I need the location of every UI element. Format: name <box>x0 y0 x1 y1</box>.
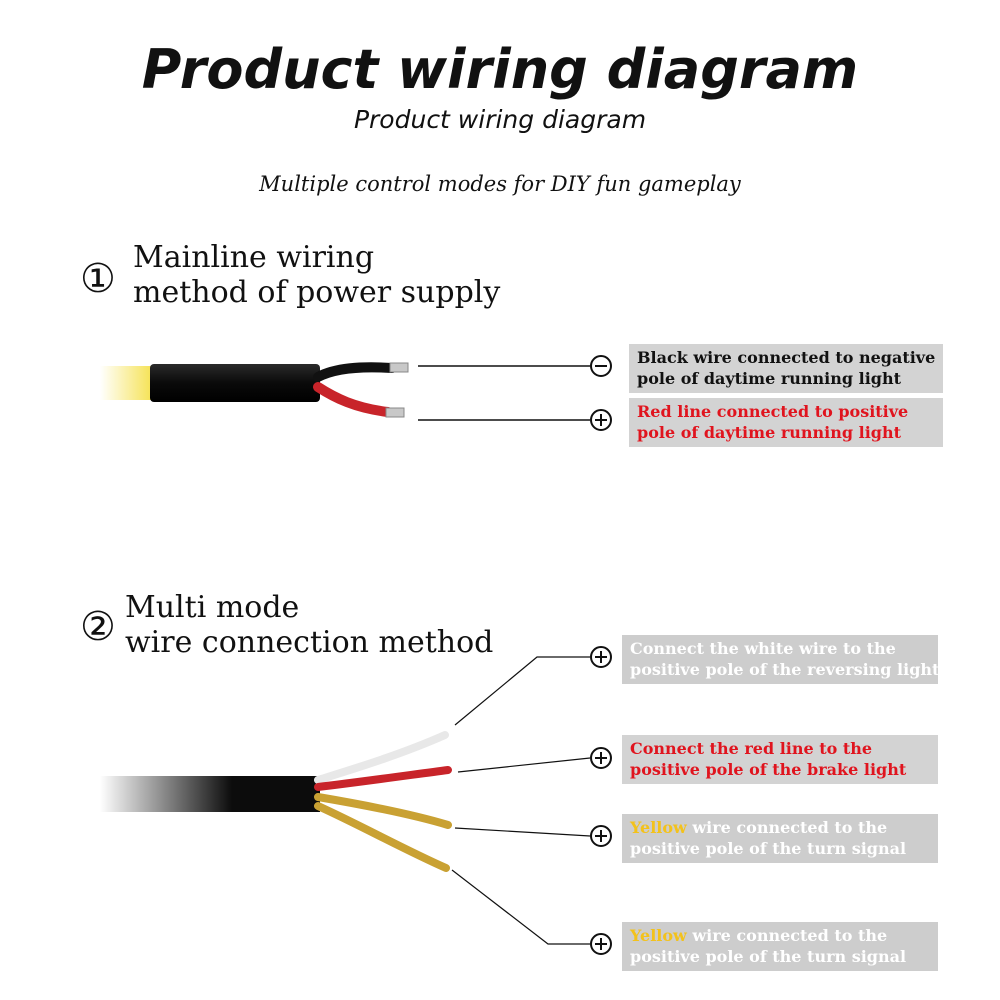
section1-red-wire-tip <box>385 407 405 418</box>
section2-label-white: Connect the white wire to the positive p… <box>622 635 940 684</box>
section2-label-white-line1: Connect the white wire to the <box>630 639 896 658</box>
section2-cable-jacket <box>100 776 320 812</box>
section1-title-line1: Mainline wiring <box>133 240 375 275</box>
page-title: Product wiring diagram <box>141 38 859 101</box>
section2-number: ② <box>80 604 116 650</box>
section1-title-line2: method of power supply <box>133 275 501 310</box>
section1-label-black-line1: Black wire connected to negative <box>637 348 936 367</box>
section1-number: ① <box>80 256 116 302</box>
section2-cable <box>100 731 452 872</box>
tagline: Multiple control modes for DIY fun gamep… <box>259 172 741 196</box>
plus-icon <box>590 825 612 847</box>
plus-icon <box>590 933 612 955</box>
section2-label-red: Connect the red line to the positive pol… <box>622 735 938 784</box>
section2-label-yellow-2-line2: positive pole of the turn signal <box>630 947 907 966</box>
section2-label-red-line2: positive pole of the brake light <box>630 760 907 779</box>
plus-icon <box>590 646 612 668</box>
section2-yellow-wire-2 <box>314 802 450 872</box>
section1-label-red: Red line connected to positive pole of d… <box>629 398 943 447</box>
section2-label-yellow-2: Yellow wire connected to the positive po… <box>622 922 938 971</box>
section1-black-wire-tip <box>389 362 409 373</box>
plus-icon <box>590 747 612 769</box>
section2-title-line2: wire connection method <box>125 625 494 660</box>
section2-pointer-4 <box>451 869 590 945</box>
section2-label-white-line2: positive pole of the reversing light <box>630 660 940 679</box>
section2-label-yellow-1-line2: positive pole of the turn signal <box>630 839 907 858</box>
section2-label-red-line1: Connect the red line to the <box>630 739 873 758</box>
page-subtitle: Product wiring diagram <box>353 105 647 134</box>
section1-cable-jacket <box>150 364 320 402</box>
section1-label-red-line2: pole of daytime running light <box>637 423 901 442</box>
section1-red-wire <box>313 382 393 417</box>
section2-label-yellow-1-line1: Yellow wire connected to the <box>630 818 888 837</box>
section2-red-wire <box>314 766 452 791</box>
section1-label-black-line2: pole of daytime running light <box>637 369 901 388</box>
section1-title: Mainline wiring method of power supply <box>133 240 500 310</box>
section2-label-yellow-2-line1: Yellow wire connected to the <box>630 926 888 945</box>
section2-yellow-wire-1 <box>314 793 452 829</box>
section2-title-line1: Multi mode <box>125 590 300 625</box>
section2-pointer-1 <box>454 656 590 726</box>
section1-cable <box>100 362 409 418</box>
section2-white-wire <box>314 731 449 784</box>
section2-pointer-3 <box>454 827 591 837</box>
section1-label-red-line1: Red line connected to positive <box>637 402 909 421</box>
section1-label-black: Black wire connected to negative pole of… <box>629 344 943 393</box>
section2-label-yellow-1: Yellow wire connected to the positive po… <box>622 814 938 863</box>
plus-icon <box>590 409 612 431</box>
section2-title: Multi mode wire connection method <box>125 590 493 660</box>
section2-pointer-2 <box>457 757 591 773</box>
section1-black-wire <box>313 362 397 382</box>
minus-icon <box>590 355 612 377</box>
